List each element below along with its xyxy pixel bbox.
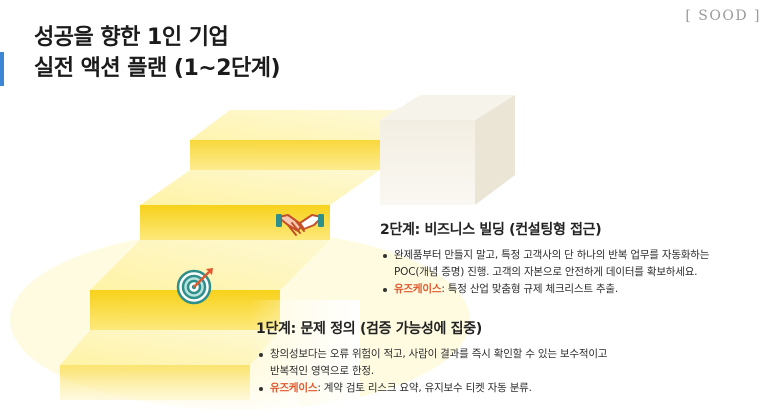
stair-step-2-top bbox=[90, 240, 330, 290]
stair-step-1-top bbox=[60, 330, 280, 365]
title-accent-bar bbox=[0, 52, 4, 86]
stair-step-2-riser bbox=[90, 290, 280, 330]
stage-1-usecase: 유즈케이스: 계약 검토 리스크 요약, 유지보수 티켓 자동 분류. bbox=[256, 380, 607, 397]
stage-1-usecase-text: : 계약 검토 리스크 요약, 유지보수 티켓 자동 분류. bbox=[317, 382, 532, 394]
stair-step-3-top bbox=[140, 170, 380, 205]
stage-2-usecase-text: : 특정 산업 맞춤형 규제 체크리스트 추출. bbox=[441, 283, 618, 295]
stair-step-4-riser bbox=[190, 140, 380, 170]
stage-2-bullets: 완제품부터 만들지 말고, 특정 고객사의 단 하나의 반복 업무를 자동화하는… bbox=[380, 247, 709, 298]
stage-2-bullet-1: 완제품부터 만들지 말고, 특정 고객사의 단 하나의 반복 업무를 자동화하는… bbox=[380, 247, 709, 281]
stage-1-bullet-1-line1: 창의성보다는 오류 위험이 적고, 사람이 결과를 즉시 확인할 수 있는 보수… bbox=[270, 348, 608, 360]
page-title-line2: 실전 액션 플랜 (1~2단계) bbox=[34, 56, 281, 81]
stair-step-4-top bbox=[190, 110, 410, 140]
stage-1-bullet-1-line2: 반복적인 영역으로 한정. bbox=[270, 365, 375, 377]
stair-fade-bottom bbox=[0, 370, 300, 416]
page-title-line1: 성공을 향한 1인 기업 bbox=[34, 25, 229, 50]
stage-2-usecase-label: 유즈케이스 bbox=[394, 283, 442, 295]
goal-cube-top bbox=[380, 95, 515, 120]
stage-1-title: 1단계: 문제 정의 (검증 가능성에 집중) bbox=[256, 321, 482, 337]
stage-2-title: 2단계: 비즈니스 빌딩 (컨설팅형 접근) bbox=[380, 222, 602, 238]
target-icon bbox=[176, 268, 213, 305]
goal-cube-side bbox=[475, 95, 515, 205]
stage-1-usecase-label: 유즈케이스 bbox=[270, 382, 318, 394]
stage-1-bullets: 창의성보다는 오류 위험이 적고, 사람이 결과를 즉시 확인할 수 있는 보수… bbox=[256, 346, 607, 397]
goal-cube-front bbox=[380, 120, 475, 205]
stage-2-bullet-1-line1: 완제품부터 만들지 말고, 특정 고객사의 단 하나의 반복 업무를 자동화하는 bbox=[394, 249, 710, 261]
stage-1-section: 1단계: 문제 정의 (검증 가능성에 집중) 창의성보다는 오류 위험이 적고… bbox=[256, 318, 607, 397]
page-title: 성공을 향한 1인 기업 실전 액션 플랜 (1~2단계) bbox=[34, 22, 281, 84]
stage-2-bullet-1-line2: POC(개념 증명) 진행. 고객의 자본으로 안전하게 데이터를 확보하세요. bbox=[394, 266, 698, 278]
stage-1-bullet-1: 창의성보다는 오류 위험이 적고, 사람이 결과를 즉시 확인할 수 있는 보수… bbox=[256, 346, 607, 380]
stair-step-3-riser bbox=[140, 205, 330, 240]
handshake-icon bbox=[276, 214, 324, 236]
stage-2-usecase: 유즈케이스: 특정 산업 맞춤형 규제 체크리스트 추출. bbox=[380, 281, 709, 298]
brand-logo: [ SOOD ] bbox=[685, 8, 761, 24]
stage-2-section: 2단계: 비즈니스 빌딩 (컨설팅형 접근) 완제품부터 만들지 말고, 특정 … bbox=[380, 219, 709, 298]
